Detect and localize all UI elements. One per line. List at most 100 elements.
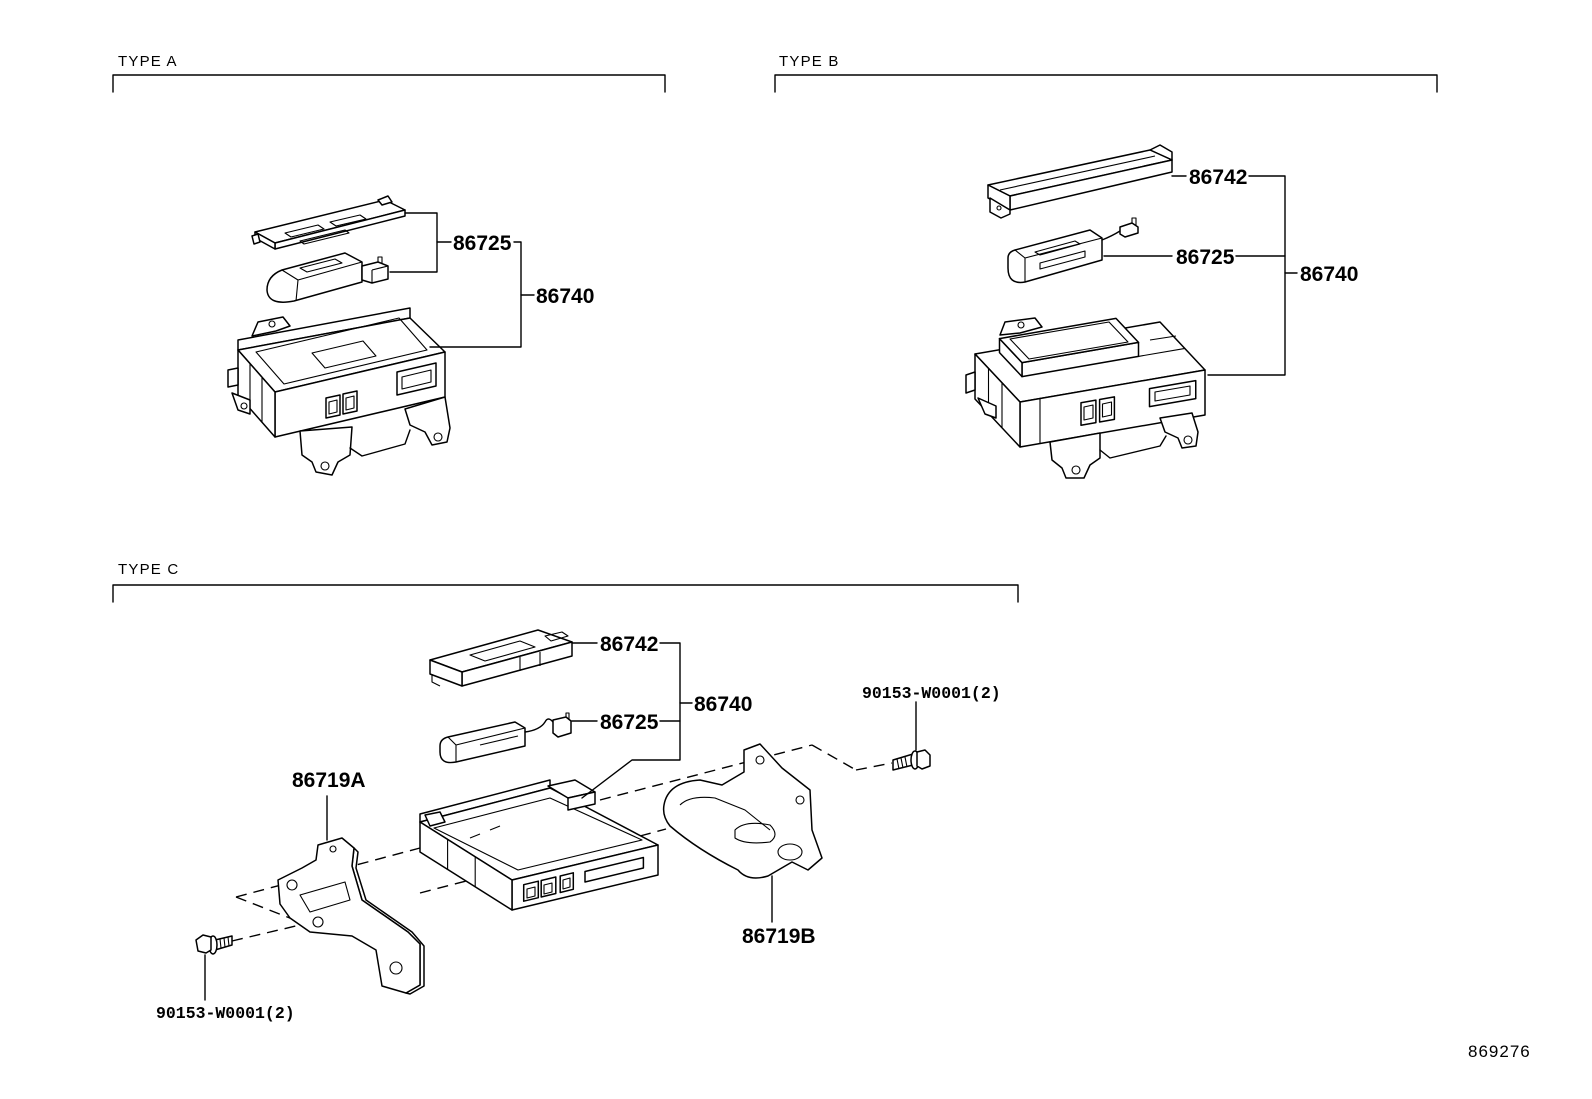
housing-connector [540, 876, 557, 898]
figure-number: 869276 [1468, 1042, 1531, 1061]
module-edges [281, 261, 363, 302]
housing-label-area [311, 340, 377, 369]
dashed-alignment-line [639, 828, 667, 837]
housing-connector [522, 880, 540, 902]
module-connector [1119, 222, 1139, 238]
type-c-bracket-line [112, 584, 1019, 603]
type-c-label-86725: 86725 [600, 711, 659, 734]
dashed-alignment-line [419, 879, 471, 894]
type-a-label-86725: 86725 [453, 232, 512, 255]
housing-connector [559, 872, 575, 894]
connector-socket [328, 399, 338, 415]
type-a-cover-plate [251, 195, 406, 250]
cover-left-face [429, 659, 463, 687]
type-a-leader-86740 [429, 241, 522, 348]
cover-details [431, 652, 541, 687]
foot-hole [320, 461, 330, 471]
housing-left-face [419, 821, 513, 911]
type-c-label-bolt-lower: 90153-W0001(2) [156, 1004, 295, 1023]
bracket-slot [734, 822, 776, 844]
cover-top-recess [544, 631, 569, 642]
dashed-alignment-line [599, 744, 813, 801]
housing-connector [1098, 396, 1116, 423]
foot-hole [1183, 435, 1193, 445]
bracket-rib [299, 881, 351, 913]
type-c-bolt-lower [195, 934, 233, 955]
dashed-alignment-line [855, 762, 893, 771]
bolt-threads [219, 936, 230, 949]
bolt-head [916, 749, 931, 770]
cover-top-recess [469, 640, 536, 662]
type-b-section: TYPE B [774, 53, 1438, 479]
cover-top-line [999, 155, 1156, 191]
housing-base-bracket [349, 429, 411, 457]
housing-side-ribs [447, 825, 501, 887]
type-c-label-bolt-upper: 90153-W0001(2) [862, 684, 1001, 703]
plate-slot [299, 229, 350, 245]
bracket-hole [755, 755, 765, 765]
housing-mount-tab [999, 317, 1043, 336]
plate-slot [284, 224, 325, 238]
housing-connector-block-front [567, 791, 596, 811]
bracket-hole [389, 961, 403, 975]
bracket-hole [329, 845, 337, 853]
housing-side-tab [965, 371, 976, 394]
type-a-module [266, 252, 389, 303]
housing-side-tab [424, 811, 446, 827]
type-c-leader-86740 [581, 642, 681, 799]
housing-foot [1159, 412, 1199, 449]
type-a-title: TYPE A [118, 53, 178, 70]
housing-foot [1049, 432, 1101, 479]
type-a-housing [227, 307, 451, 476]
bracket-hole [286, 879, 298, 891]
housing-top-rim [433, 797, 643, 871]
type-c-section: TYPE C [112, 561, 1019, 1023]
type-b-label-86740: 86740 [1300, 263, 1358, 286]
housing-side-hinge [977, 397, 997, 419]
plate-slot [329, 214, 367, 227]
type-b-housing [965, 317, 1206, 479]
housing-connector [1080, 399, 1097, 426]
connector-pins [565, 712, 570, 720]
module-body [439, 721, 526, 764]
type-b-title: TYPE B [779, 53, 840, 70]
connector-sockets [526, 877, 571, 899]
housing-base-bracket [1099, 435, 1167, 459]
bracket-hole [795, 795, 805, 805]
housing-top-rim [255, 317, 428, 385]
seat-opening [1009, 321, 1129, 360]
type-b-leader-86740 [1207, 175, 1286, 376]
foot-hole [1071, 465, 1081, 475]
type-a-bracket-line [112, 74, 666, 93]
type-c-bracket-86719b [662, 743, 823, 879]
type-c-title: TYPE C [118, 561, 179, 578]
type-b-label-86742: 86742 [1189, 166, 1247, 189]
type-a-label-86740: 86740 [536, 285, 594, 308]
dashed-alignment-line [811, 744, 857, 771]
bracket-cutout [777, 843, 803, 861]
connector-socket [345, 395, 355, 411]
bolt-threads [896, 756, 908, 770]
connector-socket [1154, 385, 1191, 402]
type-c-label-86719b: 86719B [742, 925, 816, 948]
plate-clip [251, 233, 261, 245]
connector-socket [1101, 401, 1113, 418]
housing-side-tab [227, 367, 239, 388]
type-b-module [1007, 217, 1139, 284]
type-c-housing [419, 779, 659, 911]
module-edges [447, 727, 526, 762]
connector-pins [371, 256, 389, 283]
bracket-bend [679, 796, 771, 831]
connector-socket [1083, 404, 1094, 421]
connector-socket [401, 369, 432, 390]
module-connector [552, 716, 572, 738]
hinge-hole [240, 402, 248, 410]
dashed-alignment-line [231, 924, 301, 942]
type-c-module [439, 712, 572, 764]
housing-connector [342, 390, 358, 415]
foot-hole [433, 432, 443, 442]
module-connector [361, 261, 389, 284]
type-c-bracket-86719a [277, 837, 425, 995]
seat-top-face [998, 317, 1140, 364]
